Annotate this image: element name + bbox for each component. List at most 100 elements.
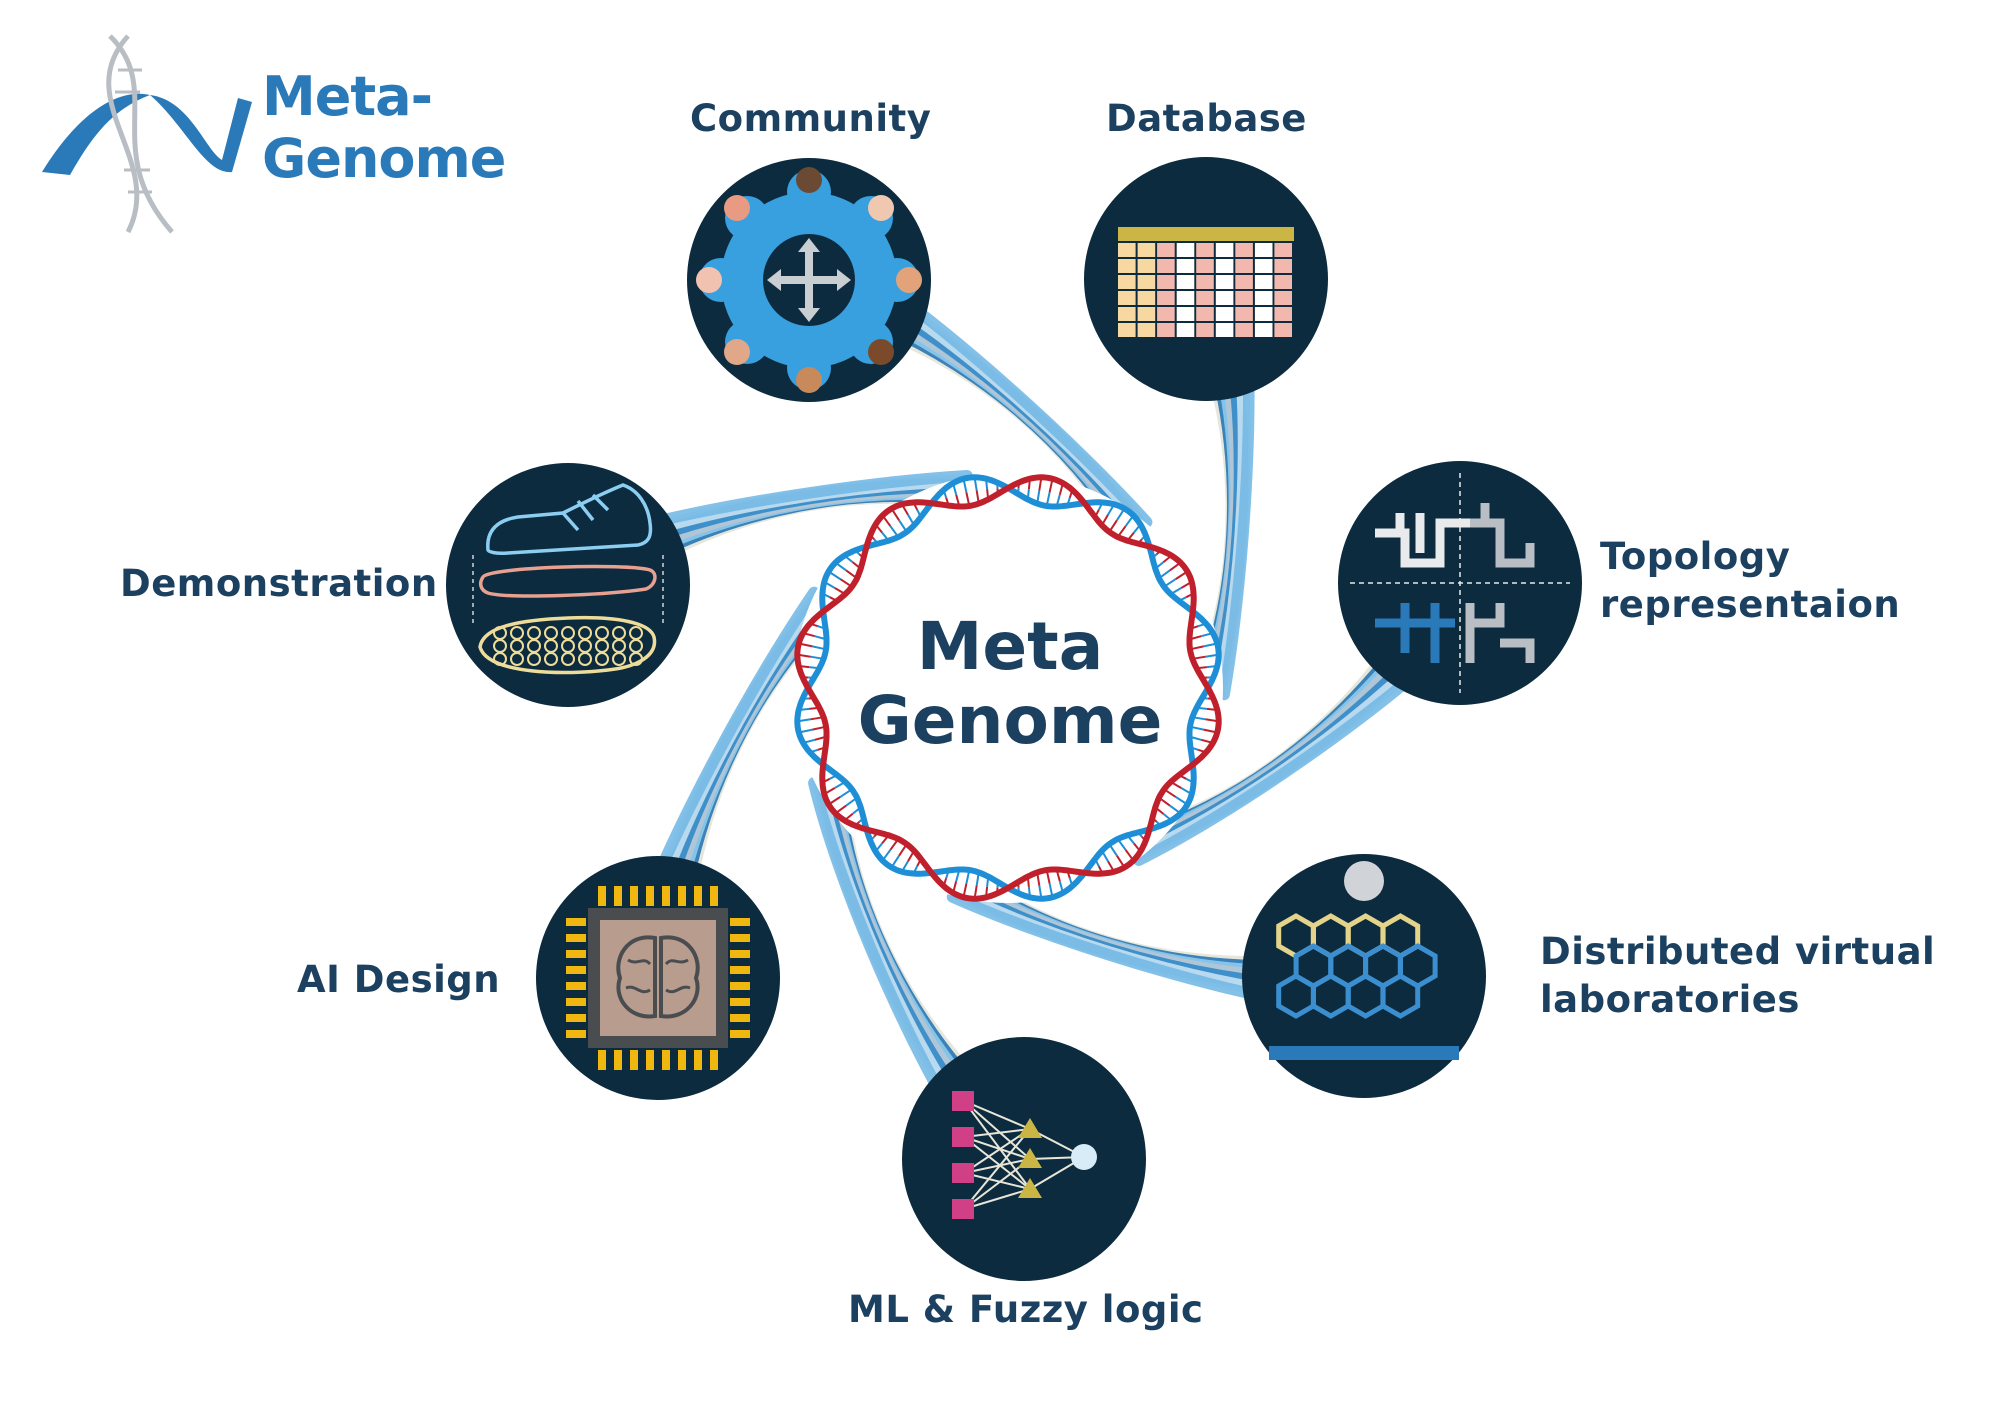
table-cell — [1235, 259, 1253, 273]
table-grid-icon — [1118, 227, 1294, 337]
table-cell — [1118, 275, 1136, 289]
table-cell — [1138, 275, 1156, 289]
chip-pin — [566, 918, 586, 926]
table-cell — [1138, 307, 1156, 321]
chip-pin — [730, 918, 750, 926]
chip-pin — [730, 1030, 750, 1038]
ai-design-node — [536, 856, 780, 1100]
nn-input-node — [952, 1127, 974, 1147]
topology-node — [1338, 461, 1582, 705]
chip-pin — [730, 1014, 750, 1022]
chip-pin — [598, 886, 606, 906]
table-cell — [1274, 243, 1292, 257]
chip-pin — [710, 886, 718, 906]
table-cell — [1196, 323, 1214, 337]
table-cell — [1177, 323, 1195, 337]
table-cell — [1274, 323, 1292, 337]
table-cell — [1157, 291, 1175, 305]
table-cell — [1157, 259, 1175, 273]
table-cell — [1177, 243, 1195, 257]
demonstration-node — [446, 463, 690, 707]
table-cell — [1196, 275, 1214, 289]
table-cell — [1255, 275, 1273, 289]
table-cell — [1235, 275, 1253, 289]
chip-pin — [678, 886, 686, 906]
table-cell — [1196, 243, 1214, 257]
nn-input-node — [952, 1163, 974, 1183]
chip-pin — [678, 1050, 686, 1070]
table-cell — [1274, 275, 1292, 289]
label-distributed: Distributed virtual laboratories — [1540, 928, 1935, 1024]
chip-pin — [614, 1050, 622, 1070]
nn-output-node — [1071, 1144, 1097, 1170]
label-community: Community — [690, 95, 931, 143]
table-cell — [1216, 307, 1234, 321]
center-title: Meta Genome — [810, 610, 1210, 758]
table-cell — [1138, 259, 1156, 273]
table-cell — [1274, 291, 1292, 305]
brain-chip-icon — [566, 886, 750, 1070]
label-distributed-line-1: Distributed virtual — [1540, 928, 1935, 976]
chip-pin — [646, 886, 654, 906]
chip-pin — [630, 1050, 638, 1070]
table-cell — [1255, 307, 1273, 321]
table-cell — [1216, 259, 1234, 273]
table-cell — [1255, 291, 1273, 305]
table-cell — [1157, 275, 1175, 289]
label-demonstration: Demonstration — [120, 560, 438, 608]
table-cell — [1255, 323, 1273, 337]
chip-pin — [566, 1030, 586, 1038]
table-cell — [1177, 291, 1195, 305]
logo-icon — [42, 36, 252, 232]
table-cell — [1157, 307, 1175, 321]
logo-wordmark: Meta- Genome — [262, 66, 505, 190]
table-cell — [1118, 259, 1136, 273]
table-cell — [1118, 291, 1136, 305]
chip-pin — [646, 1050, 654, 1070]
table-cell — [1177, 275, 1195, 289]
table-cell — [1157, 243, 1175, 257]
table-cell — [1216, 291, 1234, 305]
label-ai-design: AI Design — [297, 956, 500, 1004]
community-node — [687, 158, 931, 402]
chip-pin — [566, 1014, 586, 1022]
label-distributed-line-2: laboratories — [1540, 976, 1935, 1024]
distributed-labs-node — [1242, 854, 1486, 1098]
chip-pin — [710, 1050, 718, 1070]
chip-pin — [662, 1050, 670, 1070]
nn-input-node — [952, 1091, 974, 1111]
table-cell — [1216, 243, 1234, 257]
table-cell — [1235, 291, 1253, 305]
table-cell — [1138, 291, 1156, 305]
table-cell — [1177, 259, 1195, 273]
chip-pin — [730, 982, 750, 990]
table-cell — [1255, 259, 1273, 273]
table-cell — [1274, 307, 1292, 321]
center-title-line-2: Genome — [810, 684, 1210, 758]
label-ml: ML & Fuzzy logic — [848, 1286, 1203, 1334]
chip-pin — [630, 886, 638, 906]
label-topology-line-1: Topology — [1600, 533, 1900, 581]
chip-pin — [598, 1050, 606, 1070]
chip-pin — [662, 886, 670, 906]
table-cell — [1196, 259, 1214, 273]
chip-pin — [694, 1050, 702, 1070]
chip-pin — [614, 886, 622, 906]
table-cell — [1235, 243, 1253, 257]
chip-pin — [730, 950, 750, 958]
table-cell — [1196, 307, 1214, 321]
table-cell — [1138, 243, 1156, 257]
chip-pin — [566, 934, 586, 942]
table-cell — [1235, 323, 1253, 337]
table-cell — [1177, 307, 1195, 321]
logo-line-2: Genome — [262, 128, 505, 190]
chip-pin — [566, 950, 586, 958]
table-cell — [1196, 291, 1214, 305]
center-title-line-1: Meta — [810, 610, 1210, 684]
table-cell — [1118, 243, 1136, 257]
table-cell — [1255, 243, 1273, 257]
table-cell — [1138, 323, 1156, 337]
label-topology: Topology representaion — [1600, 533, 1900, 629]
chip-pin — [566, 982, 586, 990]
table-cell — [1157, 323, 1175, 337]
